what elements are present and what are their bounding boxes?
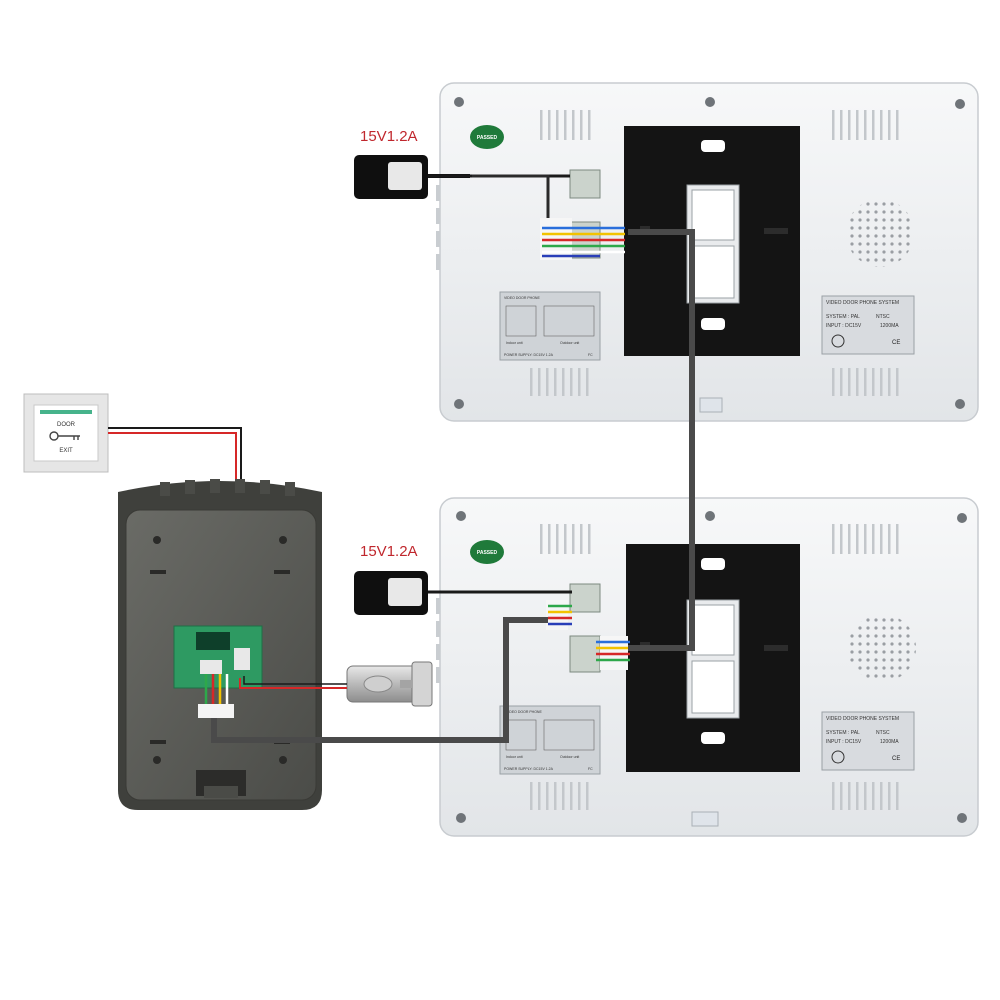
spec-label-input: INPUT : DC15V xyxy=(826,323,862,329)
spec-label-system: SYSTEM : PAL xyxy=(826,314,860,320)
spec-label: VIDEO DOOR PHONE SYSTEM SYSTEM : PAL NTS… xyxy=(821,295,915,355)
wiring-label-fcc: FC xyxy=(588,767,593,771)
wiring-label: VIDEO DOOR PHONE Indoor unit Outdoor uni… xyxy=(499,291,601,361)
screw-icon xyxy=(456,813,466,823)
exit-button-top-text: DOOR xyxy=(57,422,76,428)
spec-label: VIDEO DOOR PHONE SYSTEM SYSTEM : PAL NTS… xyxy=(821,711,915,771)
vent-slots xyxy=(530,110,899,396)
screw-icon xyxy=(957,513,967,523)
wiring-label-supply: POWER SUPPLY: DC15V 1.2A xyxy=(504,767,554,771)
wiring-label: VIDEO DOOR PHONE Indoor unit Outdoor uni… xyxy=(499,705,601,775)
wiring-label-outdoor: Outdoor unit xyxy=(560,755,579,759)
spec-label-input: INPUT : DC15V xyxy=(826,739,862,745)
door-exit-button: DOOR EXIT xyxy=(23,393,109,473)
screw-icon xyxy=(454,399,464,409)
wiring-label-fcc: FC xyxy=(588,353,593,357)
monitor-top: PASSED xyxy=(436,82,979,422)
ce-mark: CE xyxy=(892,340,900,346)
spec-label-current: 1200MA xyxy=(880,323,899,329)
ce-mark: CE xyxy=(892,756,900,762)
lock-wire-red xyxy=(239,678,347,689)
electric-lock xyxy=(346,661,433,707)
wiring-label-indoor: Indoor unit xyxy=(506,755,523,759)
cable-door-to-monitor xyxy=(211,617,548,743)
wall-mount-plate xyxy=(626,544,800,772)
cable-top-loop xyxy=(472,174,550,218)
power-adapter-bottom: 15V1.2A xyxy=(354,543,572,615)
wall-mount-plate xyxy=(624,126,800,356)
wiring-label-title: VIDEO DOOR PHONE xyxy=(504,296,540,300)
vent-slots xyxy=(530,524,899,810)
monitor-wires-bottom xyxy=(548,604,630,662)
spec-label-ntsc: NTSC xyxy=(876,314,890,320)
power-adapter-top-label: 15V1.2A xyxy=(360,128,418,145)
screw-icon xyxy=(955,399,965,409)
passed-sticker: PASSED xyxy=(470,125,504,149)
monitor-wires-top xyxy=(542,226,625,258)
passed-sticker-text: PASSED xyxy=(477,135,498,141)
passed-sticker: PASSED xyxy=(470,540,504,564)
screw-icon xyxy=(705,97,715,107)
monitor-bottom: PASSED xyxy=(436,497,979,837)
screw-icon xyxy=(957,813,967,823)
spec-label-current: 1200MA xyxy=(880,739,899,745)
cable-monitor-to-monitor xyxy=(628,229,695,651)
power-adapter-bottom-label: 15V1.2A xyxy=(360,543,418,560)
outdoor-door-station xyxy=(118,479,322,810)
speaker-grille xyxy=(846,199,914,267)
screw-icon xyxy=(456,511,466,521)
spec-label-ntsc: NTSC xyxy=(876,730,890,736)
wiring-label-title: VIDEO DOOR PHONE xyxy=(506,710,542,714)
passed-sticker-text: PASSED xyxy=(477,550,498,556)
lock-wire-black xyxy=(243,676,347,685)
screw-icon xyxy=(705,511,715,521)
screw-icon xyxy=(153,536,287,764)
exit-button-bottom-text: EXIT xyxy=(59,448,73,454)
wiring-label-indoor: Indoor unit xyxy=(506,341,523,345)
wiring-label-outdoor: Outdoor unit xyxy=(560,341,579,345)
speaker-grille xyxy=(848,614,916,682)
spec-label-system: SYSTEM : PAL xyxy=(826,730,860,736)
screw-icon xyxy=(955,99,965,109)
key-icon xyxy=(49,431,80,441)
spec-label-title: VIDEO DOOR PHONE SYSTEM xyxy=(826,300,899,306)
spec-label-title: VIDEO DOOR PHONE SYSTEM xyxy=(826,716,899,722)
screw-icon xyxy=(454,97,464,107)
wiring-label-supply: POWER SUPPLY: DC15V 1.2A xyxy=(504,353,554,357)
